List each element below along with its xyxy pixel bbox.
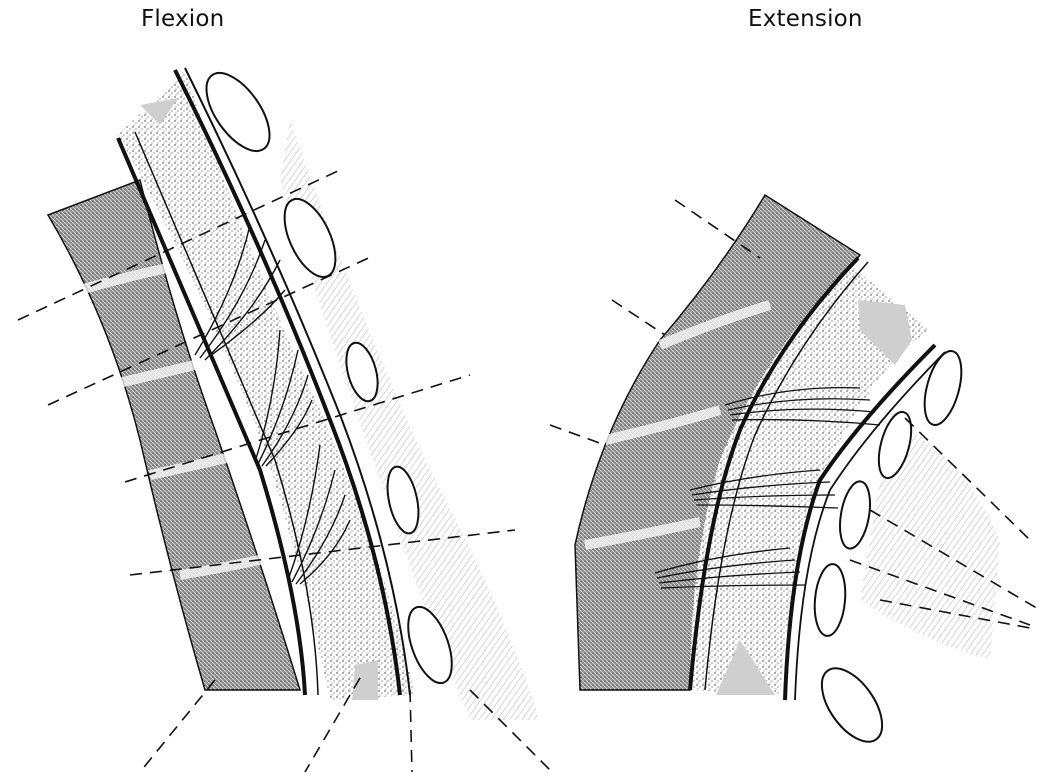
extension-diagram <box>550 195 1040 752</box>
flexion-marker-bottom <box>352 660 378 700</box>
flexion-diagram <box>18 63 552 772</box>
